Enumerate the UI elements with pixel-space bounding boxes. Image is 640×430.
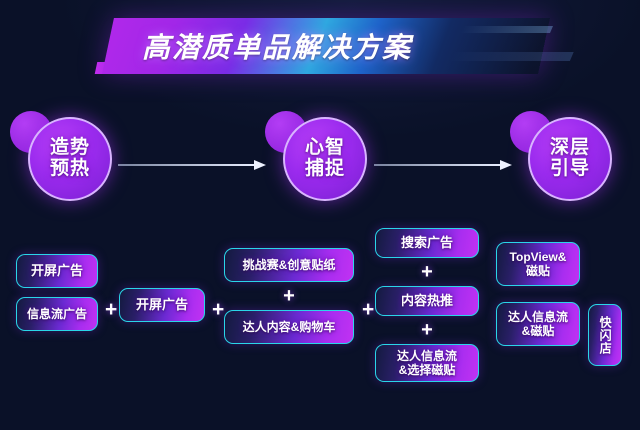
- chip-label-line1: 达人信息流: [507, 309, 568, 324]
- tactics-group-3: 挑战赛&创意贴纸 + 达人内容&购物车: [224, 248, 354, 344]
- chip-label-line2: &磁贴: [521, 324, 555, 338]
- node-circle: 深层 引导: [528, 117, 612, 201]
- arrow-head: [254, 160, 266, 170]
- tactic-chip[interactable]: 搜索广告: [375, 228, 479, 258]
- arrow-line: [374, 164, 500, 166]
- flow-node-3-line1: 深层: [549, 137, 590, 159]
- flow-arrow-1-icon: [118, 160, 266, 170]
- chip-label: 搜索广告: [400, 235, 453, 251]
- arrow-line: [118, 164, 254, 166]
- tactic-chip[interactable]: TopView& 磁贴: [496, 242, 580, 286]
- tactics-group-5: TopView& 磁贴 达人信息流 &磁贴: [496, 242, 580, 346]
- flow-node-1-line1: 造势: [49, 137, 90, 159]
- tactic-chip[interactable]: 挑战赛&创意贴纸: [224, 248, 354, 282]
- flow-node-1-line2: 预热: [49, 158, 90, 179]
- tactics-row: 开屏广告 信息流广告 + 开屏广告 + 挑战赛&创意贴纸 + 达人内容&购物车 …: [0, 228, 640, 388]
- tactic-chip[interactable]: 达人信息流 &选择磁贴: [375, 344, 479, 382]
- tactics-group-4: 搜索广告 + 内容热推 + 达人信息流 &选择磁贴: [375, 228, 479, 382]
- flow-node-2[interactable]: 心智 捕捉: [265, 111, 367, 203]
- flow-diagram: 造势 预热 心智 捕捉 深层 引导: [0, 111, 640, 212]
- node-circle: 心智 捕捉: [283, 117, 367, 201]
- flow-node-2-line2: 捕捉: [304, 158, 345, 179]
- plus-separator-3: +: [362, 298, 375, 321]
- chip-label: 内容热推: [400, 293, 453, 309]
- chip-label-line2: 磁贴: [525, 264, 550, 278]
- chip-label: 达人内容&购物车: [242, 319, 336, 334]
- tactic-chip[interactable]: 达人内容&购物车: [224, 310, 354, 344]
- chip-label-line1: 达人信息流: [396, 348, 457, 363]
- tactics-group-1: 开屏广告 信息流广告: [16, 254, 98, 331]
- flow-arrow-2-icon: [374, 160, 512, 170]
- plus-separator-in-group-4a: +: [421, 261, 433, 283]
- title-banner: 高潜质单品解决方案: [94, 18, 574, 74]
- tactic-chip[interactable]: 内容热推: [375, 286, 479, 316]
- chip-label: 开屏广告: [135, 297, 188, 313]
- chip-label: 挑战赛&创意贴纸: [242, 257, 336, 272]
- tactic-chip-vertical[interactable]: 快闪店: [588, 304, 622, 366]
- chip-label: 开屏广告: [30, 263, 83, 279]
- tactics-group-2: 开屏广告: [119, 288, 205, 322]
- flow-node-3[interactable]: 深层 引导: [510, 111, 612, 203]
- tactic-chip[interactable]: 信息流广告: [16, 297, 98, 331]
- chip-label: 信息流广告: [26, 306, 87, 321]
- plus-separator-in-group-4b: +: [421, 319, 433, 341]
- tactics-group-6: 快闪店: [588, 304, 622, 366]
- tactic-chip[interactable]: 达人信息流 &磁贴: [496, 302, 580, 346]
- arrow-head: [500, 160, 512, 170]
- chip-label-line1: TopView&: [509, 249, 567, 264]
- plus-separator-1: +: [105, 298, 118, 321]
- node-circle: 造势 预热: [28, 117, 112, 201]
- plus-separator-in-group-3: +: [283, 285, 295, 307]
- flow-node-3-line2: 引导: [549, 158, 590, 179]
- flow-node-2-line1: 心智: [304, 137, 345, 159]
- chip-label: 快闪店: [598, 315, 613, 355]
- flow-node-1[interactable]: 造势 预热: [10, 111, 112, 203]
- plus-separator-2: +: [212, 298, 225, 321]
- page-title: 高潜质单品解决方案: [142, 32, 413, 63]
- tactic-chip[interactable]: 开屏广告: [16, 254, 98, 288]
- chip-label-line2: &选择磁贴: [398, 363, 456, 377]
- tactic-chip[interactable]: 开屏广告: [119, 288, 205, 322]
